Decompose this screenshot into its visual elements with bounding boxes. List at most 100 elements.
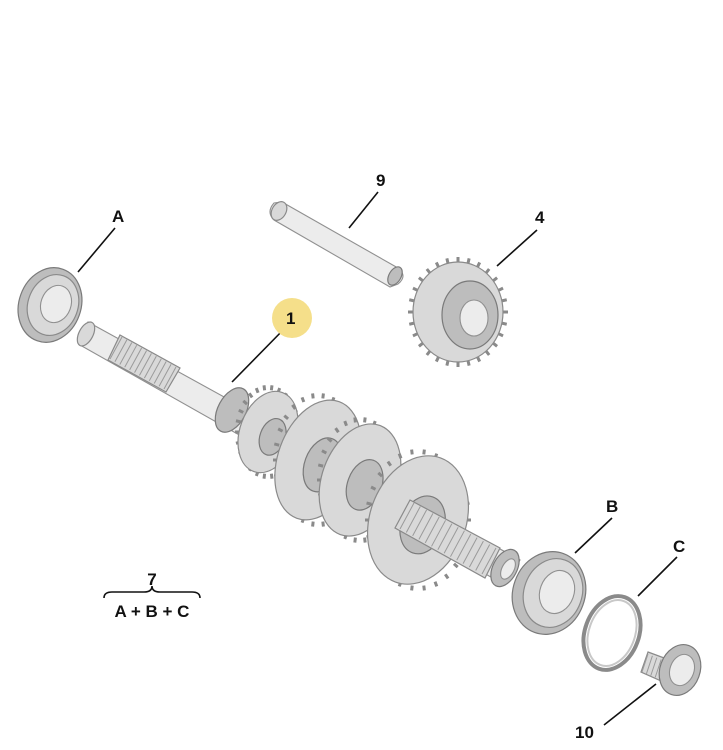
gear-tooth [366,501,372,506]
spline-line [124,344,138,368]
spline-line [412,509,428,537]
spline-line [129,347,143,371]
gear-tooth [317,463,324,468]
screw-part [640,644,702,696]
gear-tooth [408,321,415,326]
gear-tooth [397,453,403,459]
callout-10: 10 [575,723,594,742]
gear-tooth [417,342,424,348]
bearing-a-part [17,267,83,343]
gear-tooth [422,585,426,591]
gear-part [408,257,508,367]
spline-line [650,657,658,676]
kit-callout: 7 A + B + C [103,570,201,621]
spline-line [450,530,465,557]
spline-line [134,350,147,373]
kit-formula: A + B + C [115,602,190,621]
spline-line [654,659,662,678]
gear-tooth [311,393,315,399]
bearing-b-part [511,551,587,635]
gear-tooth [321,521,325,527]
spline-line [456,533,472,561]
gear-tooth [300,396,306,403]
spline-line [119,342,133,365]
gear-tooth [433,581,439,587]
gear-tooth [484,268,491,274]
spline-line [114,339,128,362]
gear-tooth [334,427,340,434]
callout-9: 9 [376,171,385,190]
spline-line [443,526,459,554]
callout-a: A [112,207,124,226]
gear-tooth [386,460,392,467]
gear-tooth [343,420,348,427]
gear-tooth [242,399,249,406]
gear-tooth [466,258,471,264]
spline-line [163,366,177,390]
leader-line-c [637,556,678,597]
spline-line [645,655,653,674]
gear-tooth [476,356,482,363]
gear-tooth [452,562,459,569]
spline-line [437,523,453,551]
gear-tooth [425,268,432,274]
spline-line [481,547,497,575]
gear-tooth [291,404,297,410]
leader-line-a [77,227,116,273]
spline-line [475,544,491,571]
leader-line-1 [231,325,288,383]
spline-line [158,364,172,387]
gear-tooth [476,261,482,268]
callout-4: 4 [535,208,545,227]
gear-tooth [248,392,254,399]
gear-tooth [408,298,415,303]
gear-tooth [363,537,367,543]
gear-tooth [262,473,267,479]
gear-tooth [377,471,384,478]
gear-tooth [238,408,244,414]
gear-tooth [269,473,274,479]
gear-tooth [235,419,242,424]
leader-line-9 [348,191,379,229]
gear-tooth [412,286,419,292]
gear-tooth [497,286,504,292]
gear-tooth [311,521,315,527]
gear-tooth [412,332,419,338]
callout-7: 7 [147,570,156,589]
leader-line-4 [496,229,538,267]
spline-line [405,506,421,533]
gear-tooth [417,276,424,282]
gear-tooth [425,350,432,356]
gear-tooth [466,360,471,366]
spline-line [153,361,167,384]
callout-1: 1 [286,309,295,328]
gear-tooth [492,276,499,282]
spline-line [431,520,446,547]
gear-tooth [434,356,440,363]
leader-line-b [574,517,613,554]
gear-tooth [326,437,333,443]
gear-tooth [277,427,284,433]
gear-tooth [492,342,499,348]
spline-line [399,502,415,530]
kit-brace [103,585,201,599]
spline-line [462,537,478,564]
highlight-circle [272,298,312,338]
spline-line [148,358,162,382]
callout-b: B [606,497,618,516]
spline-line [143,355,157,379]
gear-tooth [445,360,450,366]
gear-tooth [422,449,426,455]
gear-tooth [262,385,267,391]
gear-tooth [410,585,414,591]
gear-tooth [484,350,491,356]
spline-line [641,653,649,673]
gear-tooth [353,537,357,543]
gear-tooth [321,449,328,455]
gear-tooth [501,298,508,303]
gear-tooth [410,449,414,455]
spline-line [424,516,440,544]
gear-tooth [497,332,504,338]
pin-part [269,201,404,288]
